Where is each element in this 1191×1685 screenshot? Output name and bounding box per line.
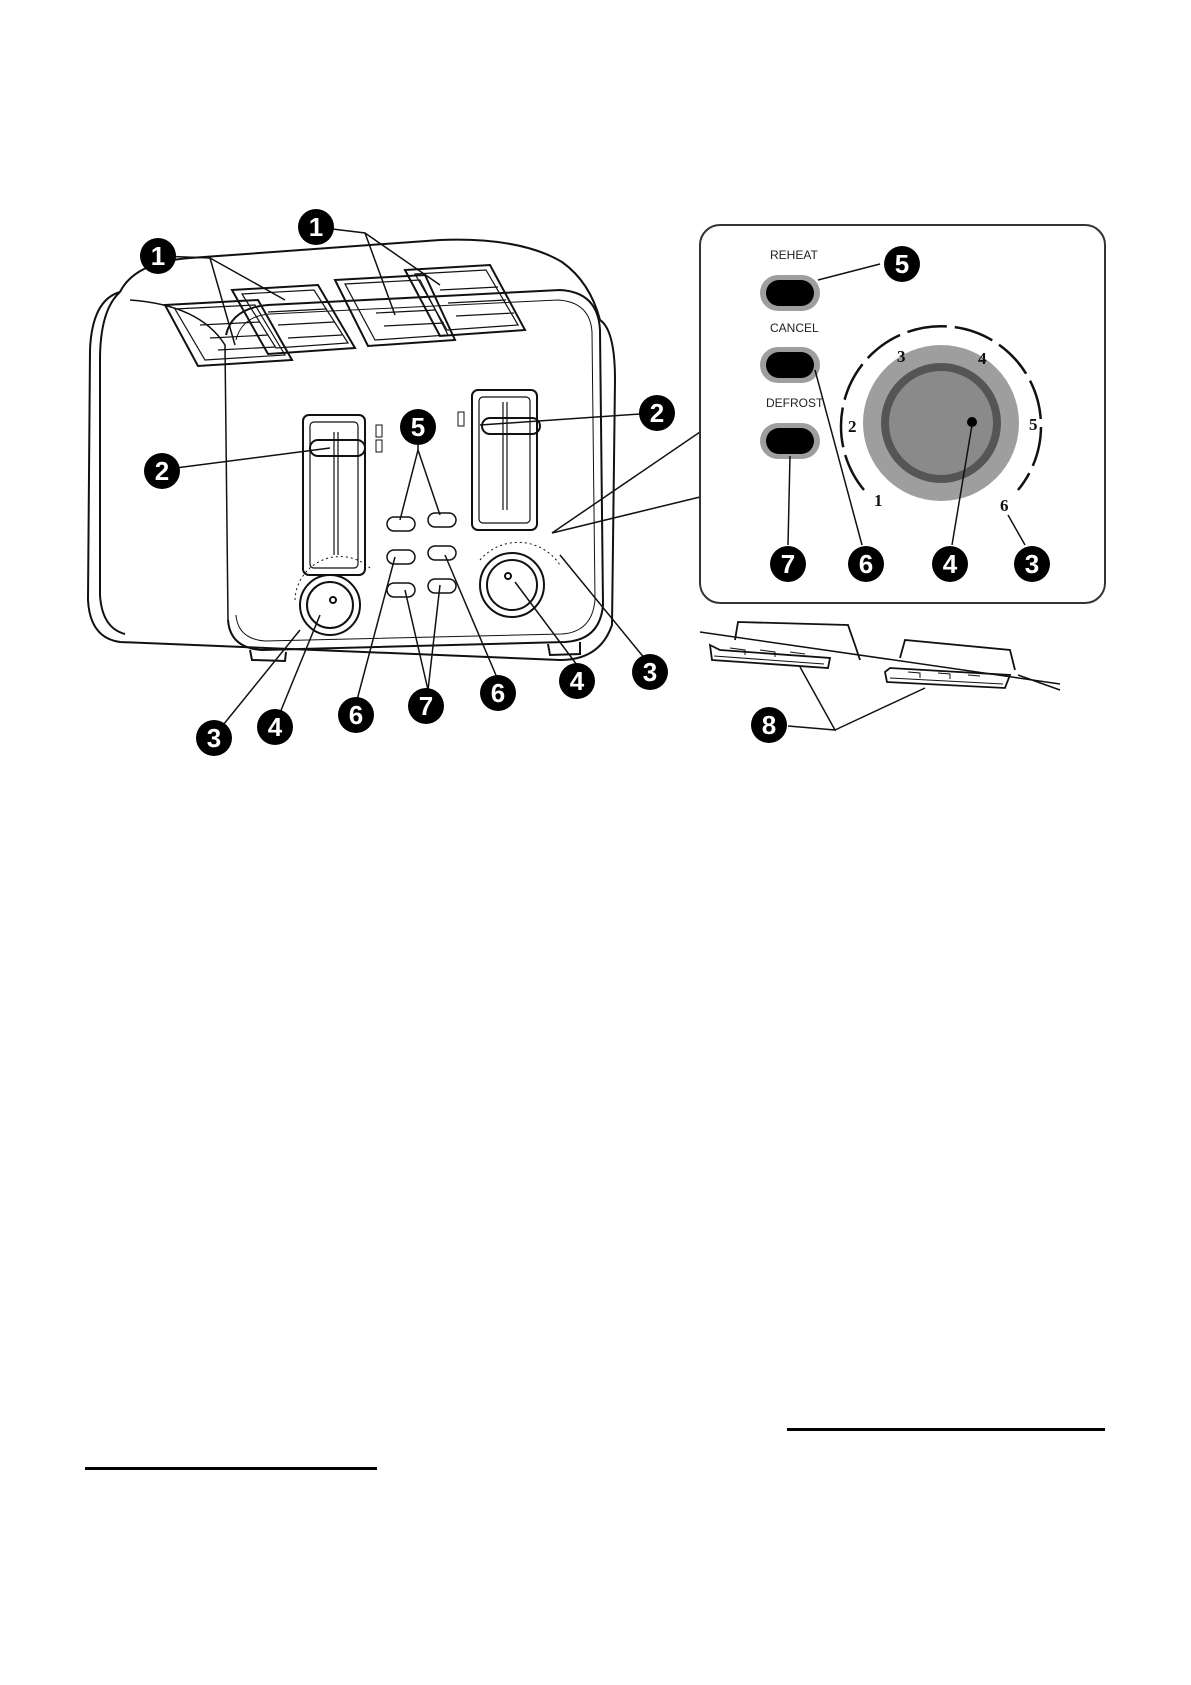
svg-text:7: 7 [419, 691, 433, 721]
svg-text:7: 7 [781, 549, 795, 579]
svg-text:1: 1 [309, 212, 323, 242]
svg-text:4: 4 [943, 549, 958, 579]
svg-text:8: 8 [762, 710, 776, 740]
svg-text:4: 4 [268, 712, 283, 742]
numbered-badge-icon: 3 [196, 720, 232, 756]
dial-center [889, 371, 993, 475]
numbered-badge-icon: 8 [751, 707, 787, 743]
leader-lines [160, 227, 700, 735]
defrost-button [766, 428, 814, 454]
right-lever-track [458, 390, 540, 530]
svg-text:5: 5 [895, 249, 909, 279]
numbered-badge-icon: 7 [408, 688, 444, 724]
dial-number-4: 4 [978, 349, 987, 368]
svg-text:6: 6 [349, 700, 363, 730]
left-lever-track [303, 415, 382, 575]
cancel-label: CANCEL [770, 321, 819, 335]
svg-text:1: 1 [151, 241, 165, 271]
numbered-badge-icon: 6 [848, 546, 884, 582]
numbered-badge-icon: 2 [144, 453, 180, 489]
numbered-badge-icon: 4 [932, 546, 968, 582]
numbered-badge-icon: 1 [298, 209, 334, 245]
crumb-tray-illustration [700, 622, 1060, 690]
numbered-badge-icon: 4 [559, 663, 595, 699]
bread-slot [335, 275, 455, 346]
numbered-badge-icon: 7 [770, 546, 806, 582]
dial-number-5: 5 [1029, 415, 1038, 434]
section-rule-left [85, 1467, 377, 1470]
crumb-tray-leaders [788, 667, 925, 730]
numbered-badge-icon: 6 [338, 697, 374, 733]
numbered-badge-icon: 2 [639, 395, 675, 431]
bread-slot [165, 300, 292, 366]
svg-text:3: 3 [643, 657, 657, 687]
svg-text:5: 5 [411, 412, 425, 442]
dial-number-6: 6 [1000, 496, 1009, 515]
svg-text:4: 4 [570, 666, 585, 696]
dial-number-3: 3 [897, 347, 906, 366]
numbered-badge-icon: 1 [140, 238, 176, 274]
numbered-badge-icon: 3 [632, 654, 668, 690]
svg-text:6: 6 [859, 549, 873, 579]
dial-number-2: 2 [848, 417, 857, 436]
right-browning-knob [480, 542, 560, 617]
svg-text:2: 2 [155, 456, 169, 486]
reheat-button [766, 280, 814, 306]
svg-text:6: 6 [491, 678, 505, 708]
numbered-badge-icon: 6 [480, 675, 516, 711]
numbered-badge-icon: 5 [400, 409, 436, 445]
numbered-badge-icon: 4 [257, 709, 293, 745]
section-rule-right [787, 1428, 1105, 1431]
defrost-label: DEFROST [766, 396, 824, 410]
svg-text:3: 3 [207, 723, 221, 753]
numbered-badge-icon: 3 [1014, 546, 1050, 582]
toaster-illustration [88, 240, 615, 661]
reheat-label: REHEAT [770, 248, 818, 262]
dial-number-1: 1 [874, 491, 883, 510]
svg-text:2: 2 [650, 398, 664, 428]
numbered-badge-icon: 5 [884, 246, 920, 282]
svg-text:3: 3 [1025, 549, 1039, 579]
cancel-button [766, 352, 814, 378]
